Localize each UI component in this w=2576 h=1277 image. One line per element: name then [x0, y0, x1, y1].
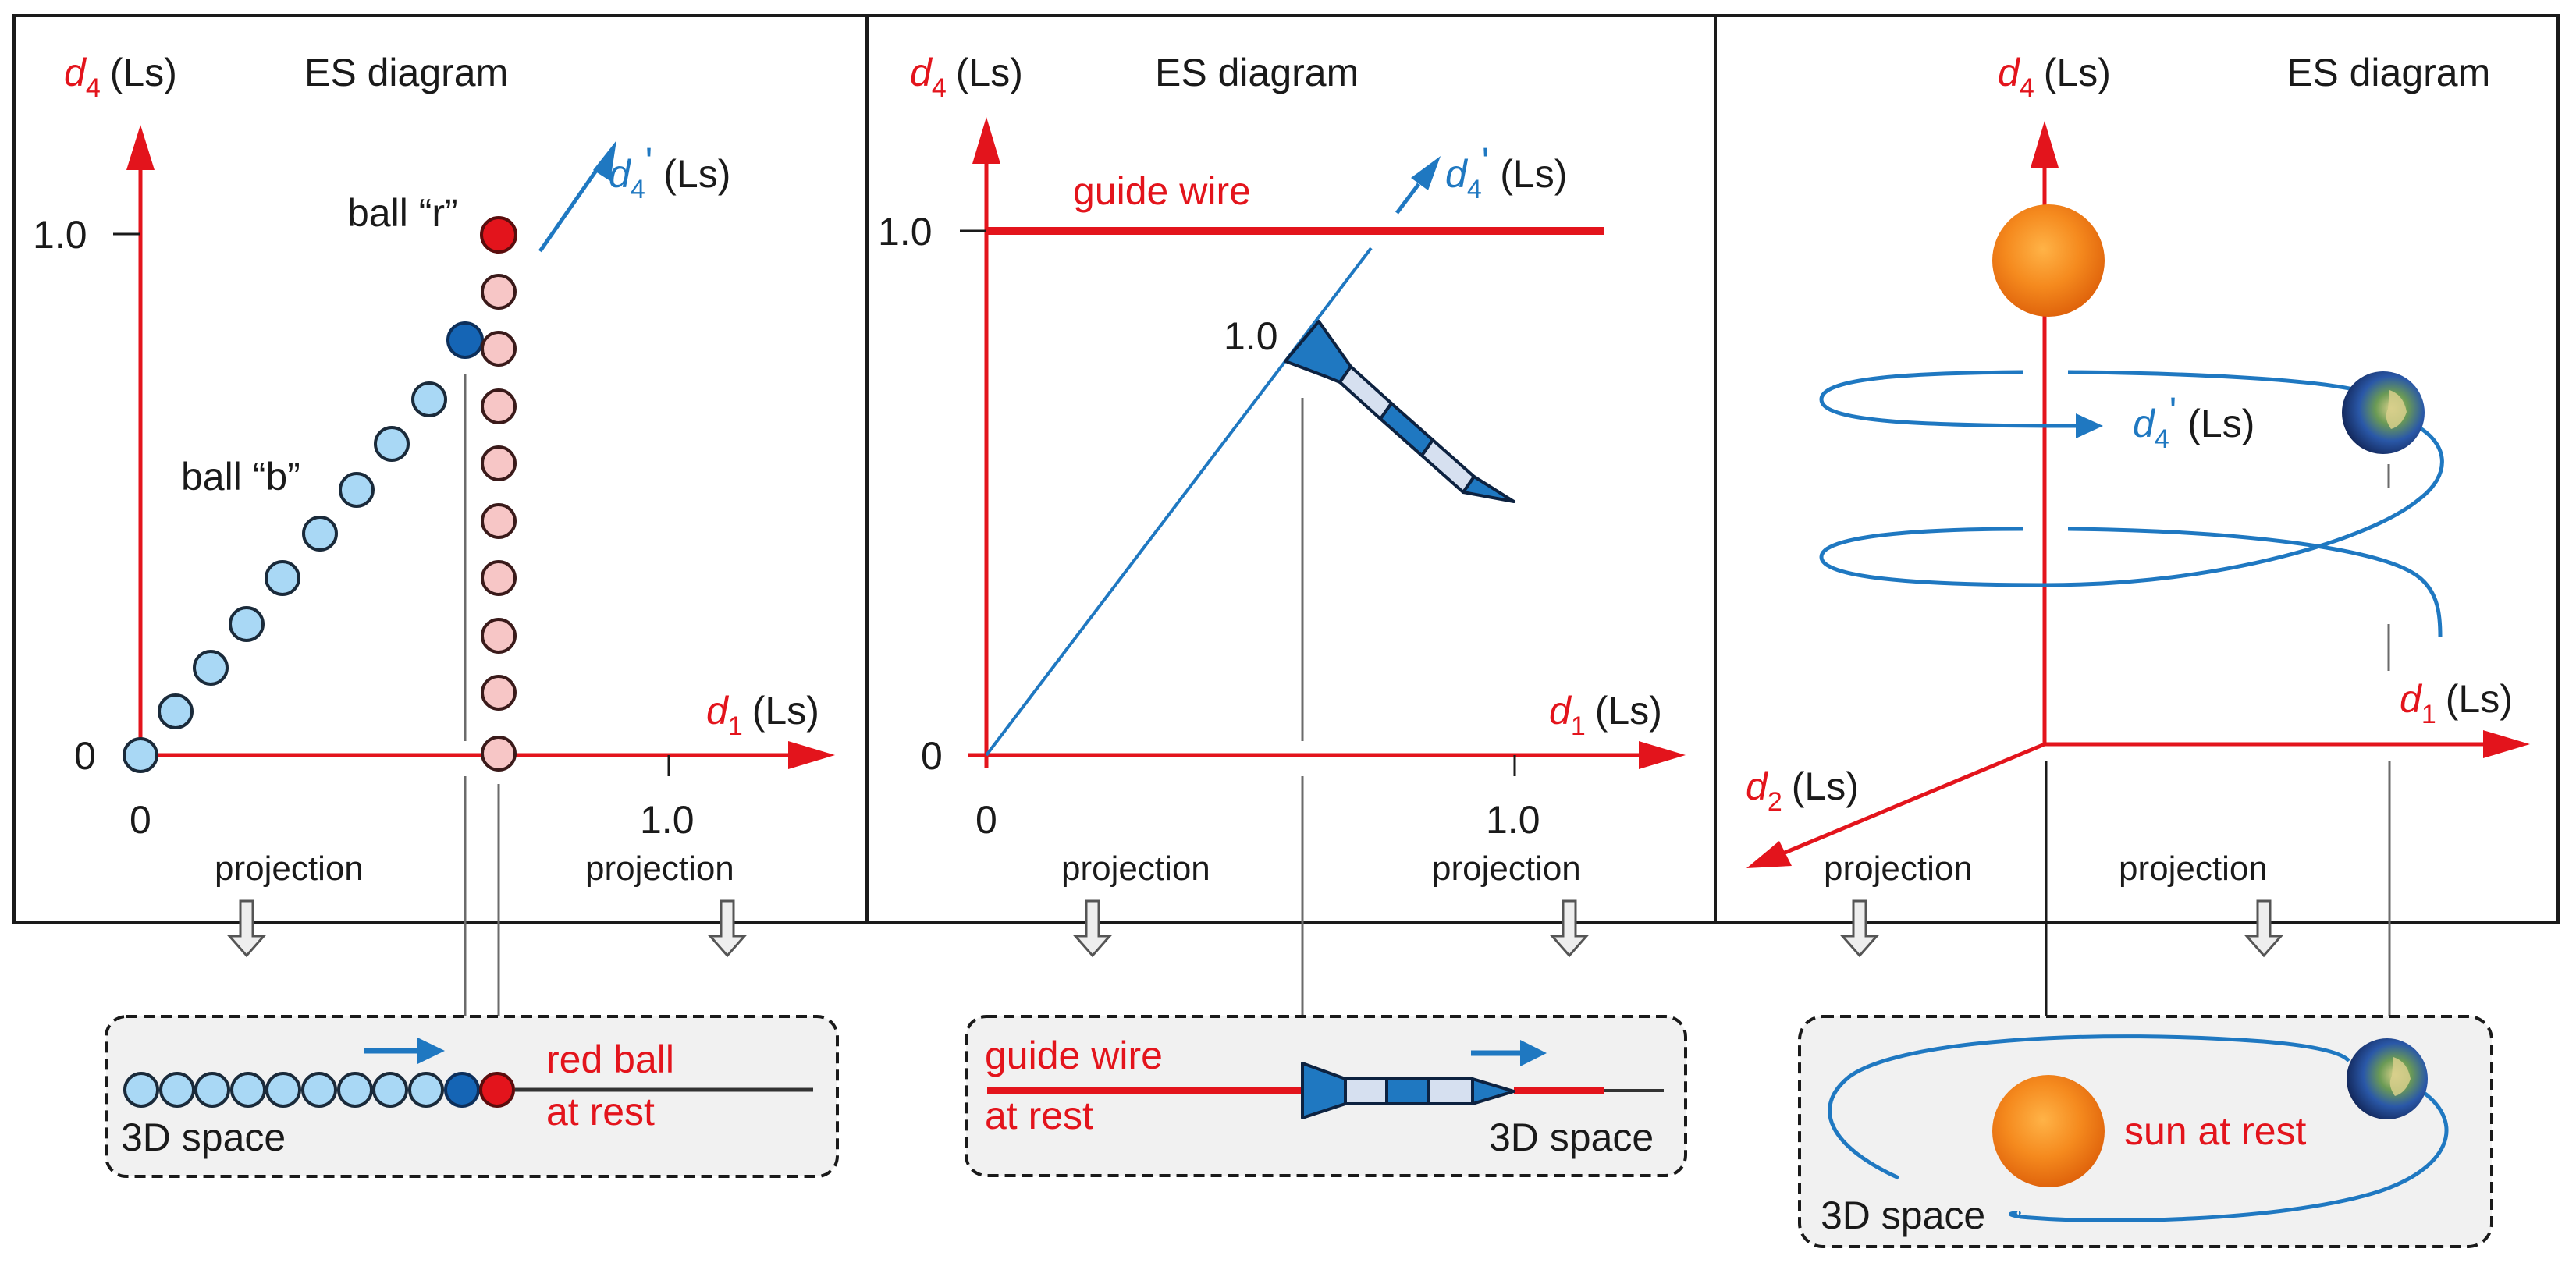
d1-axis-label: d1(Ls) [1549, 689, 1662, 741]
projection-label: projection [1432, 850, 1581, 888]
projection-label: projection [2119, 850, 2268, 888]
projection-arrow-icon [2244, 899, 2284, 958]
earth-helix-worldline [1819, 370, 2444, 637]
ball-b-worldline [123, 381, 447, 773]
d4-prime-axis-label: d4'(Ls) [2133, 389, 2254, 454]
ball-b-current [446, 321, 484, 359]
space-label: 3D space [1821, 1194, 1985, 1237]
d1-arrowhead-icon [788, 741, 835, 769]
space-label: 3D space [121, 1116, 286, 1159]
d1-arrowhead-icon [2483, 730, 2530, 758]
d4-prime-arrowhead-icon [593, 140, 616, 181]
d1-arrowhead-icon [1639, 741, 1686, 769]
projection-label: projection [215, 850, 364, 888]
d2-arrowhead-icon [1746, 841, 1792, 868]
x-tick-0: 0 [130, 798, 151, 842]
motion-arrow-icon [1520, 1040, 1547, 1066]
sun-at-rest-note: sun at rest [2124, 1109, 2307, 1153]
dart-tick-label: 1.0 [1224, 314, 1278, 358]
projection-arrow-icon [226, 899, 267, 958]
dart-3d [1301, 1062, 1515, 1119]
motion-arrow-icon [417, 1038, 445, 1064]
panel-balls: d4(Ls) ES diagram d4'(Ls) d1(Ls) 1.0 0 0… [33, 51, 839, 1178]
red-ball-note: red ball [546, 1038, 674, 1081]
y-tick-1: 1.0 [878, 210, 933, 254]
d4-arrowhead-icon [972, 117, 1000, 164]
x-tick-1: 1.0 [640, 798, 695, 842]
y-tick-1: 1.0 [33, 213, 87, 257]
projection-label: projection [585, 850, 734, 888]
ball-r-label: ball “r” [347, 191, 458, 235]
dart-es [1284, 320, 1515, 503]
d4-prime-axis [985, 247, 1373, 757]
projection-arrow-icon [707, 899, 748, 958]
d4-axis-label: d4(Ls) [910, 51, 1023, 103]
earth-orbit-3d [1828, 1034, 2350, 1180]
earth-icon [2342, 371, 2425, 454]
guide-wire-label: guide wire [1073, 169, 1251, 213]
y-tick-0: 0 [921, 734, 943, 778]
projection-arrow-icon [1549, 899, 1590, 958]
d4-arrowhead-icon [2031, 121, 2059, 168]
d4-prime-arrowhead-icon [2076, 413, 2103, 438]
d2-axis-label: d2(Ls) [1746, 764, 1859, 817]
ball-b-label: ball “b” [181, 455, 300, 498]
d4-axis-label: d4(Ls) [1998, 51, 2111, 103]
d4-axis-label: d4(Ls) [64, 51, 177, 103]
red-ball-note: at rest [546, 1090, 655, 1133]
projection-arrow-icon [1839, 899, 1880, 958]
x-tick-0: 0 [975, 798, 997, 842]
space-label: 3D space [1489, 1116, 1654, 1159]
d4-prime-axis-label: d4'(Ls) [1445, 140, 1567, 204]
ball-r-worldline [481, 274, 517, 772]
projection-label: projection [1061, 850, 1210, 888]
d4-prime-arrowhead-icon [1411, 156, 1441, 190]
es-diagram-title: ES diagram [1155, 51, 1359, 94]
es-diagram-title: ES diagram [304, 51, 508, 94]
panel-dart: d4(Ls) ES diagram d4'(Ls) d1(Ls) 1.0 0 0… [878, 51, 1687, 1177]
es-diagram-title: ES diagram [2286, 51, 2490, 94]
ball-r-current [480, 216, 517, 254]
d1-axis-label: d1(Ls) [2400, 677, 2513, 729]
panel-frame [12, 14, 2560, 924]
guide-wire-note: at rest [985, 1094, 1093, 1137]
d1-axis-label: d1(Ls) [706, 689, 819, 741]
sun-icon [1992, 204, 2105, 317]
projection-label: projection [1824, 850, 1973, 888]
x-tick-1: 1.0 [1486, 798, 1540, 842]
earth-icon [2347, 1038, 2428, 1119]
projection-arrow-icon [1072, 899, 1113, 958]
ball-b-track-3d [123, 1072, 444, 1108]
space-box-orbit [1798, 1015, 2493, 1248]
d4-arrowhead-icon [126, 125, 155, 170]
sun-icon [1992, 1075, 2105, 1187]
y-tick-0: 0 [74, 734, 96, 778]
guide-wire-note: guide wire [985, 1034, 1163, 1077]
panel-orbit: d4(Ls) ES diagram d1(Ls) d2(Ls) d4'(Ls) [1746, 51, 2530, 1248]
d4-prime-axis-label: d4'(Ls) [609, 140, 730, 204]
